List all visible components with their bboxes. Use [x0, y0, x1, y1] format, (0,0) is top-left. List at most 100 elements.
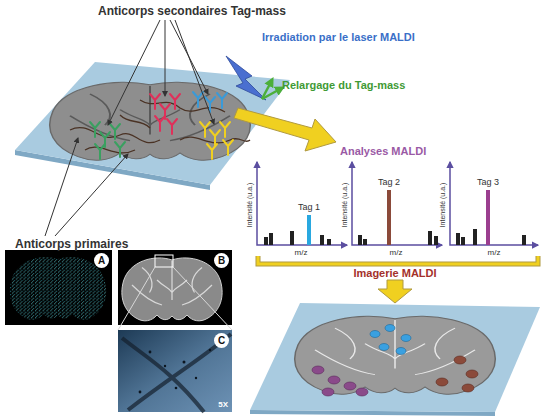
- signal-spot: [462, 384, 474, 392]
- brain-section: [50, 82, 251, 160]
- spectrum-3: [450, 162, 538, 245]
- release-arrow: [262, 80, 272, 99]
- axis-label: Intensité (u.a.): [439, 183, 446, 228]
- antibody-symbol: [150, 94, 160, 109]
- spectrum-peak: [327, 239, 331, 245]
- antibody-symbol: [115, 142, 125, 157]
- signal-spot: [401, 335, 411, 342]
- spectrum-2: [352, 162, 442, 245]
- spectrum-peak: [522, 235, 526, 245]
- release-arrows: [262, 80, 282, 99]
- spectrum-peak: [358, 235, 362, 245]
- zoom-line: [118, 325, 121, 330]
- stained-cells: [139, 349, 212, 394]
- signal-spots-tag-2: [436, 356, 478, 392]
- tag-peak: [486, 190, 490, 245]
- signal-spot: [312, 366, 324, 374]
- antibody-symbol: [110, 124, 120, 139]
- stained-cell: [183, 361, 186, 364]
- primary-antibody: [120, 115, 150, 128]
- antibody-symbol: [217, 93, 227, 108]
- glass-slide: [250, 303, 540, 412]
- chart-axes: [450, 162, 538, 245]
- signal-spot: [385, 325, 395, 332]
- bracket-outline: [258, 256, 538, 264]
- spectrum-peak: [428, 231, 432, 245]
- secondary-antibodies-red: [150, 94, 180, 134]
- callout-label: Anticorps secondaires Tag-mass: [98, 5, 286, 17]
- glass-slide: [15, 62, 290, 185]
- brain-shape: [50, 82, 251, 160]
- antibody-symbol: [220, 122, 230, 137]
- spectrum-peak: [269, 233, 273, 245]
- photo-panel: [5, 250, 112, 325]
- bracket: [258, 256, 538, 264]
- peak-label: Tag 2: [378, 178, 400, 187]
- zoom-line: [173, 267, 232, 330]
- signal-spot: [322, 388, 334, 396]
- spectrum-peak: [456, 233, 460, 245]
- stained-cell: [195, 377, 197, 379]
- signal-spot: [454, 356, 466, 364]
- spectrum-peak: [264, 237, 268, 245]
- signal-spots-tag-1: [370, 325, 411, 355]
- photo-panel: [118, 330, 232, 412]
- antibody-symbol: [95, 144, 105, 159]
- antibody-symbol: [207, 144, 217, 159]
- chart-axes: [352, 162, 442, 245]
- leader-arrow: [175, 20, 214, 124]
- antibody-symbol: [90, 122, 100, 137]
- zoom-box: [155, 255, 173, 267]
- signal-spot: [370, 331, 380, 338]
- signal-spot: [328, 376, 340, 384]
- leader-arrow: [108, 20, 160, 125]
- leader-arrow: [55, 154, 128, 236]
- axis-label: m/z: [390, 249, 403, 257]
- leader-arrow: [45, 138, 78, 236]
- step-label: Relargage du Tag-mass: [282, 80, 405, 91]
- antibody-symbol: [200, 122, 210, 137]
- signal-spot: [396, 348, 406, 355]
- step-label: Analyses MALDI: [340, 146, 426, 157]
- step-label: Imagerie MALDI: [353, 268, 436, 279]
- stained-cell: [139, 391, 142, 394]
- laser-bolt: [226, 56, 266, 100]
- secondary-antibodies-green: [90, 122, 125, 159]
- fluorescent-cells: [10, 257, 106, 320]
- axis-label: m/z: [295, 249, 308, 257]
- fluorescence-brain: [10, 257, 106, 320]
- leader-arrow: [165, 20, 166, 96]
- axis-label: m/z: [488, 249, 501, 257]
- tissue-texture: [122, 334, 231, 412]
- secondary-antibodies-blue: [193, 92, 227, 112]
- stained-cell: [164, 365, 166, 367]
- brain-structures: [132, 261, 212, 305]
- magnification: 5X: [218, 401, 228, 409]
- callout-label: Anticorps primaires: [15, 238, 128, 250]
- brain-structures: [315, 320, 475, 375]
- axis-label: Intensité (u.a.): [246, 183, 253, 228]
- signal-spot: [356, 388, 368, 396]
- brain-shape: [295, 316, 496, 394]
- stained-cell: [175, 387, 178, 390]
- spectrum-peak: [363, 239, 367, 245]
- spectrum-1: [257, 162, 347, 245]
- tag-peak: [387, 190, 391, 245]
- spectrum-peak: [473, 229, 477, 245]
- photo-panel: [118, 250, 232, 325]
- signal-spots-tag-3: [312, 366, 368, 396]
- peak-label: Tag 1: [298, 203, 320, 212]
- axis-label: Intensité (u.a.): [341, 183, 348, 228]
- signal-spot: [466, 370, 478, 378]
- antibody-symbol: [223, 140, 233, 155]
- brain-section: [295, 316, 496, 394]
- antibody-symbol: [170, 94, 180, 109]
- tag-peak: [307, 215, 311, 245]
- signal-spot: [436, 378, 448, 386]
- spectrum-peak: [290, 231, 294, 245]
- primary-antibody: [85, 147, 135, 153]
- stained-cell: [149, 351, 152, 354]
- peak-label: Tag 3: [477, 178, 499, 187]
